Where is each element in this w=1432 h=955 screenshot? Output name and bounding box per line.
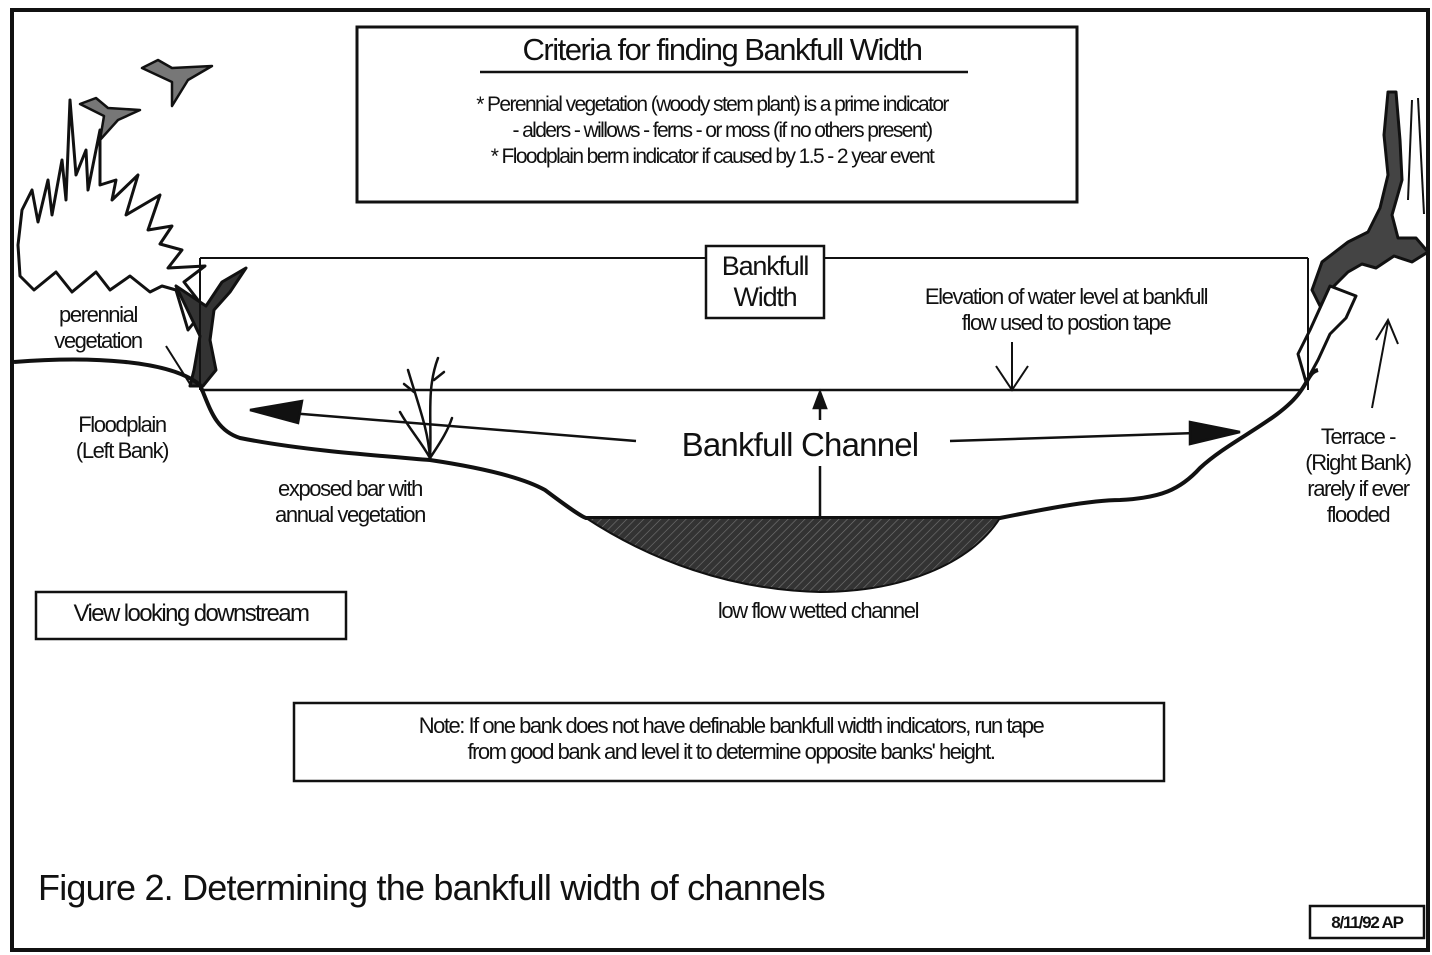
left-vegetation-icon (16, 98, 248, 388)
svg-text:Bankfull: Bankfull (722, 251, 809, 281)
low-flow-label: low flow wetted channel (718, 598, 919, 623)
annual-vegetation-plant-icon (398, 356, 454, 460)
channel-right-arrow-icon (949, 420, 1241, 446)
exposed-bar-label-1: exposed bar with (278, 476, 422, 501)
low-flow-water (582, 517, 1002, 594)
bankfull-width-label: Bankfull Width (704, 244, 826, 320)
channel-left-arrow-icon (249, 399, 637, 443)
note-line-1: Note: If one bank does not have definabl… (419, 713, 1045, 738)
elevation-label-1: Elevation of water level at bankfull (925, 284, 1208, 309)
floodplain-label-1: Floodplain (78, 412, 166, 437)
channel-ground-profile (13, 357, 1319, 520)
outer-frame (10, 8, 1430, 952)
view-direction-box: View looking downstream (34, 590, 348, 641)
terrace-label-1: Terrace - (1321, 424, 1396, 449)
birds-icon (78, 58, 214, 142)
criteria-line-2: - alders - willows - ferns - or moss (if… (512, 119, 932, 142)
terrace-arrow-icon (1371, 317, 1399, 409)
criteria-box: Criteria for finding Bankfull Width * Pe… (355, 25, 1079, 204)
criteria-line-3: * Floodplain berm indicator if caused by… (491, 145, 935, 168)
date-stamp: 8/11/92 AP (1308, 904, 1426, 940)
terrace-label-4: flooded (1327, 502, 1390, 527)
note-box: Note: If one bank does not have definabl… (292, 701, 1166, 783)
floodplain-label-2: (Left Bank) (76, 438, 168, 463)
elevation-down-arrow-icon (995, 342, 1029, 392)
elevation-label-2: flow used to postion tape (962, 310, 1172, 335)
figure-caption: Figure 2. Determining the bankfull width… (38, 867, 825, 908)
svg-text:8/11/92 AP: 8/11/92 AP (1331, 913, 1403, 932)
svg-text:Width: Width (733, 282, 796, 312)
note-line-2: from good bank and level it to determine… (467, 739, 994, 764)
terrace-label-3: rarely if ever (1307, 476, 1410, 501)
terrace-label-2: (Right Bank) (1305, 450, 1411, 475)
svg-text:View looking downstream: View looking downstream (74, 600, 310, 627)
perennial-vegetation-label-1: perennial (59, 302, 137, 327)
right-vegetation-icon (1296, 90, 1430, 384)
criteria-title: Criteria for finding Bankfull Width (523, 32, 922, 67)
exposed-bar-label-2: annual vegetation (275, 502, 425, 527)
center-vertical-arrow-icon (812, 388, 828, 518)
bankfull-channel-label: Bankfull Channel (682, 426, 919, 463)
perennial-vegetation-label-2: vegetation (54, 328, 142, 353)
criteria-line-1: * Perennial vegetation (woody stem plant… (476, 93, 949, 116)
